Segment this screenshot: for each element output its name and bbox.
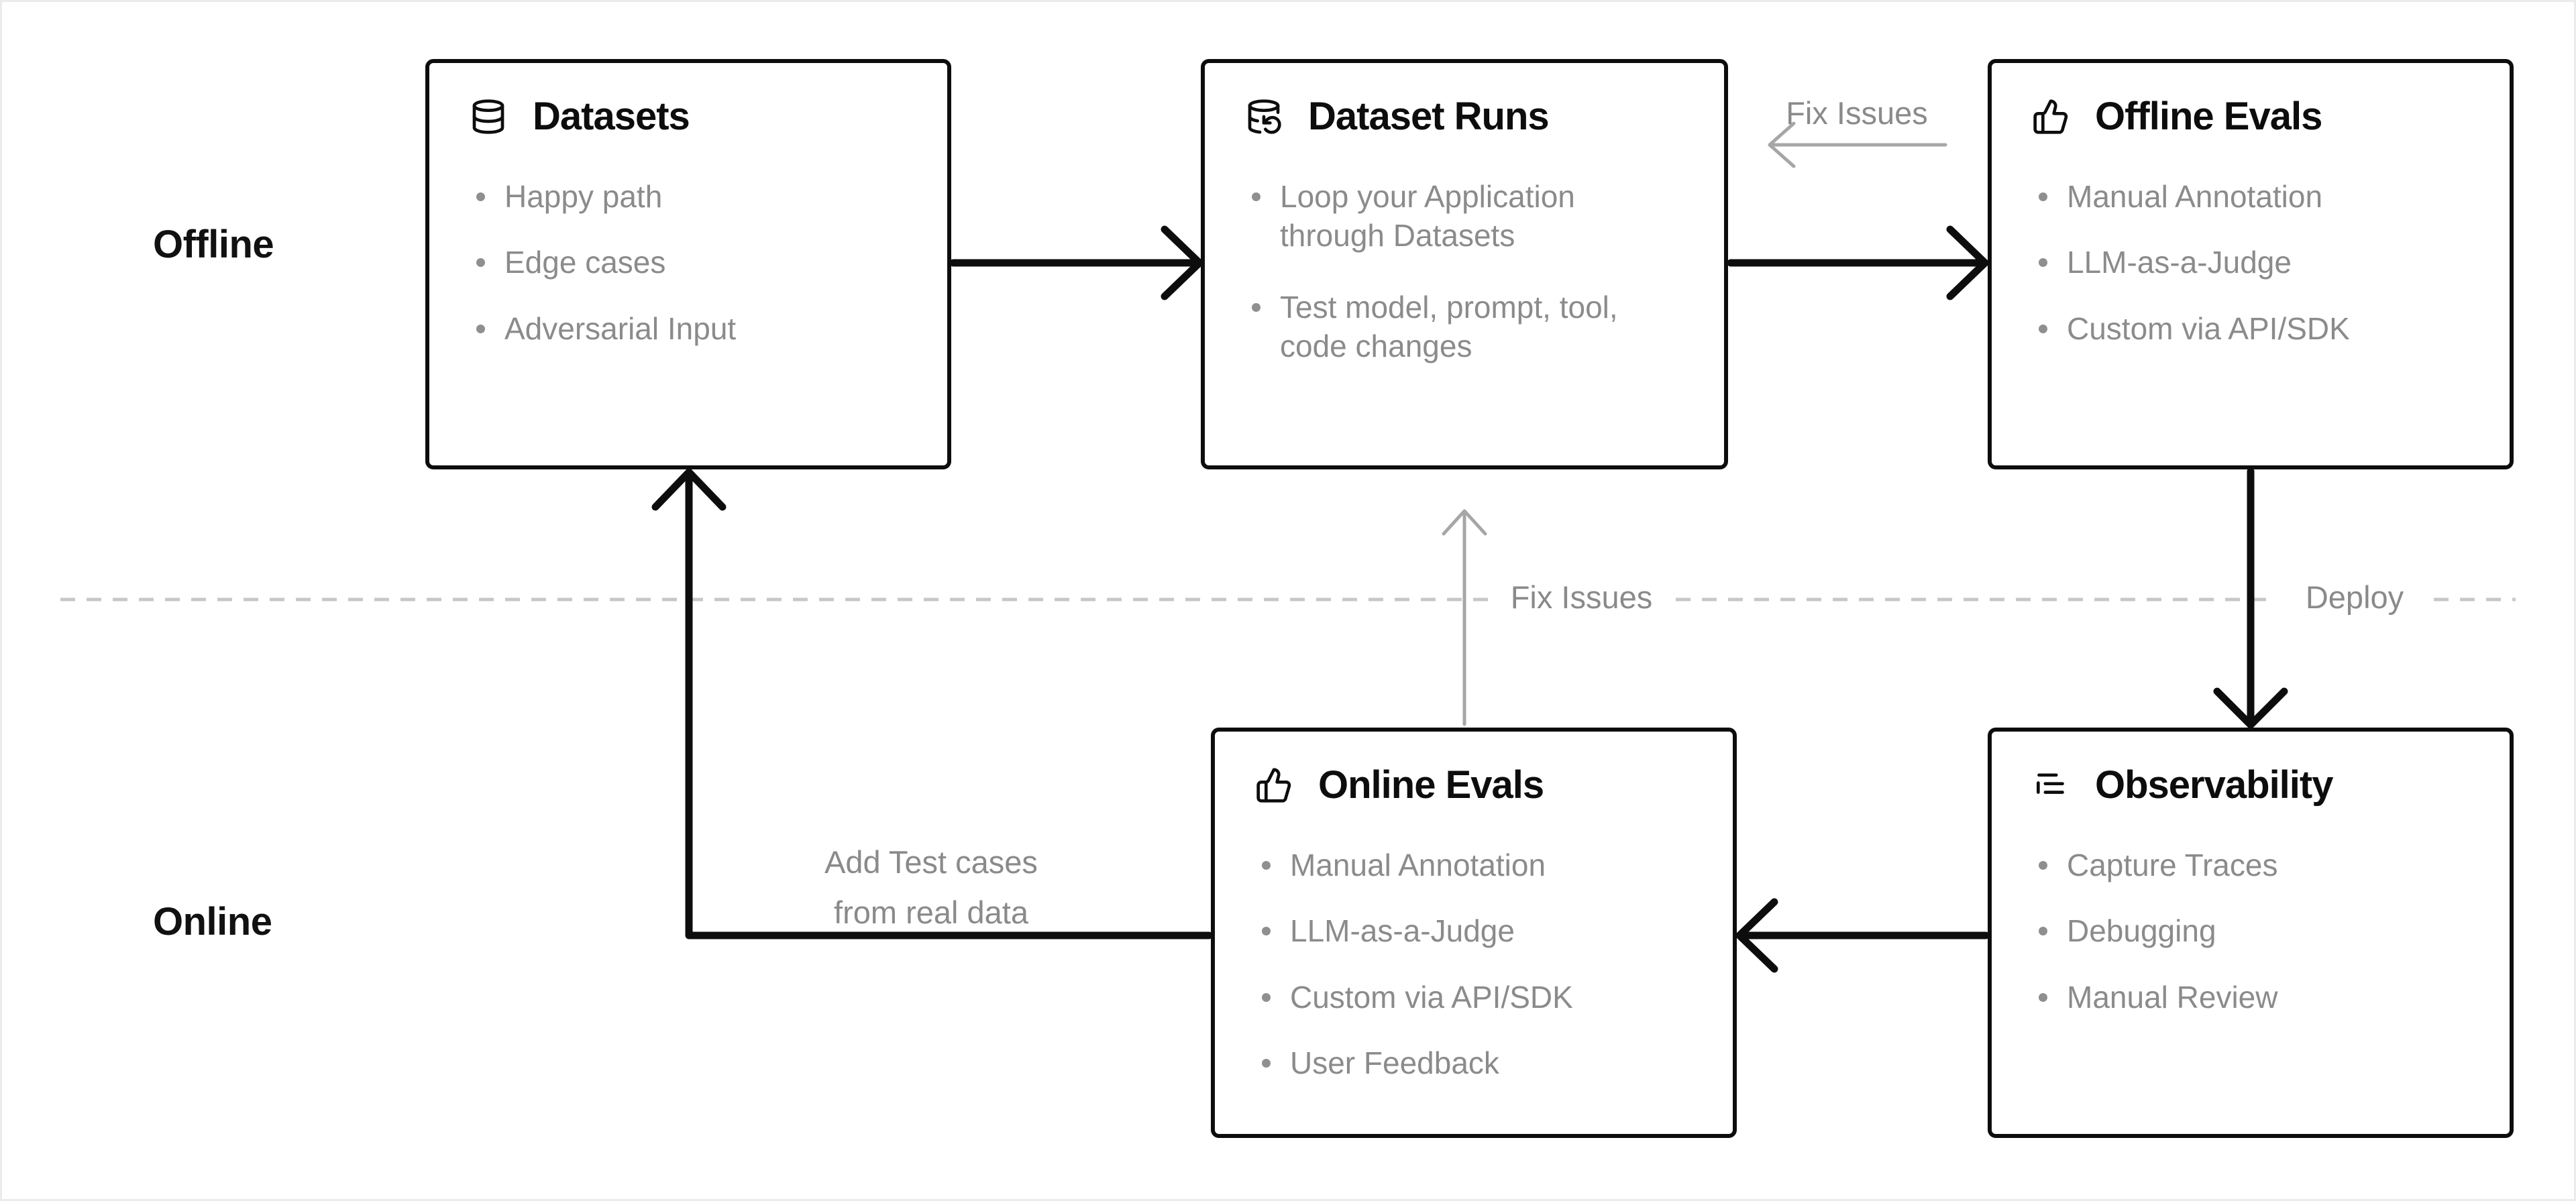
datasets-box: Datasets Happy path Edge cases Adversari… — [425, 59, 951, 469]
offline-section-label: Offline — [153, 223, 274, 266]
list-item: Debugging — [2032, 911, 2469, 950]
list-item: Manual Review — [2032, 978, 2469, 1017]
online-evals-bullet-list: Manual Annotation LLM-as-a-Judge Custom … — [1255, 846, 1693, 1083]
list-item: Manual Annotation — [2032, 177, 2469, 216]
list-item: Custom via API/SDK — [2032, 309, 2469, 348]
list-item: Adversarial Input — [470, 309, 907, 348]
list-item: User Feedback — [1255, 1043, 1693, 1082]
observability-box: Observability Capture Traces Debugging M… — [1988, 728, 2514, 1138]
datasets-bullet-list: Happy path Edge cases Adversarial Input — [470, 177, 907, 348]
list-item: Test model, prompt, tool, code changes — [1245, 288, 1682, 366]
arrow-online-evals-to-dataset-runs-fix-issues — [1442, 509, 1487, 726]
arrow-dataset-runs-to-offline-evals — [1727, 225, 1989, 300]
dataset-runs-title: Dataset Runs — [1308, 95, 1550, 138]
fix-issues-middle-label: Fix Issues — [1510, 579, 1653, 615]
list-item: Custom via API/SDK — [1255, 978, 1693, 1017]
offline-evals-box: Offline Evals Manual Annotation LLM-as-a… — [1988, 59, 2514, 469]
thumbs-up-icon — [2033, 99, 2068, 134]
offline-evals-bullet-list: Manual Annotation LLM-as-a-Judge Custom … — [2032, 177, 2469, 348]
dataset-runs-box: Dataset Runs Loop your Application throu… — [1201, 59, 1728, 469]
list-item: Edge cases — [470, 243, 907, 282]
online-evals-title: Online Evals — [1318, 763, 1544, 807]
trace-list-icon — [2037, 773, 2064, 794]
arrow-offline-evals-to-dataset-runs-fix-issues — [1768, 121, 1947, 168]
observability-title: Observability — [2095, 763, 2333, 807]
observability-bullet-list: Capture Traces Debugging Manual Review — [2032, 846, 2469, 1017]
list-item: Loop your Application through Datasets — [1245, 177, 1682, 255]
datasets-title: Datasets — [533, 95, 690, 138]
arrow-datasets-to-dataset-runs — [949, 225, 1203, 300]
arrow-offline-evals-to-observability-deploy — [2213, 467, 2288, 729]
fix-issues-top-label: Fix Issues — [1786, 95, 1928, 131]
thumbs-up-icon — [1256, 768, 1291, 803]
list-item: Manual Annotation — [1255, 846, 1693, 884]
online-evals-box: Online Evals Manual Annotation LLM-as-a-… — [1211, 728, 1737, 1138]
list-item: Happy path — [470, 177, 907, 216]
add-test-cases-label: Add Test cases from real data — [824, 844, 1038, 931]
offline-evals-title: Offline Evals — [2095, 95, 2322, 138]
list-item: LLM-as-a-Judge — [1255, 911, 1693, 950]
arrow-observability-to-online-evals — [1735, 898, 1990, 973]
deploy-label: Deploy — [2305, 579, 2404, 615]
online-section-label: Online — [153, 900, 272, 943]
database-icon — [472, 99, 504, 134]
arrow-online-evals-to-datasets-add-test-cases — [651, 468, 1213, 939]
database-rerun-icon — [1248, 99, 1281, 134]
dataset-runs-bullet-list: Loop your Application through Datasets T… — [1245, 177, 1684, 366]
list-item: Capture Traces — [2032, 846, 2469, 884]
list-item: LLM-as-a-Judge — [2032, 243, 2469, 282]
